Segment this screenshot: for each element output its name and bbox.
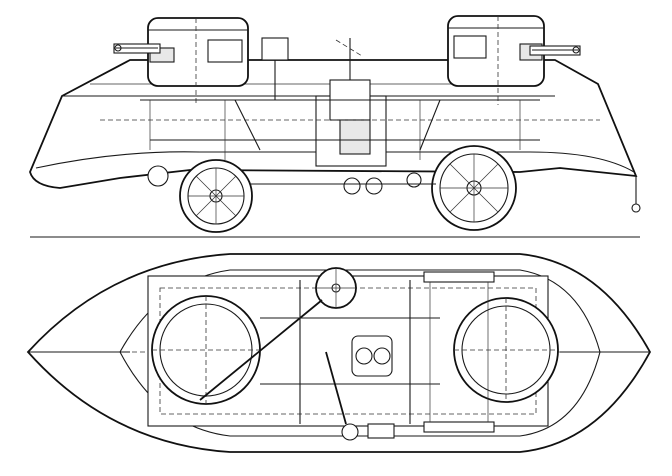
plan-pedal (341, 423, 359, 441)
side-fuel-tank (147, 165, 169, 187)
plan-gear-lever (325, 351, 347, 425)
side-round-part-1 (343, 177, 361, 195)
plan-view (26, 253, 652, 453)
rear-wheel (431, 145, 517, 231)
side-round-part-3 (406, 172, 422, 188)
plan-engine-cylinder-1 (355, 347, 373, 365)
plan-steering-wheel (315, 267, 357, 309)
plan-rear-gear-rail (423, 271, 495, 433)
side-hull-lower-curve (35, 151, 635, 173)
tow-hook (631, 176, 641, 213)
side-round-part-2 (365, 177, 383, 195)
front-machine-gun (113, 43, 161, 54)
rear-machine-gun (529, 45, 581, 56)
front-turret (147, 17, 249, 105)
plan-front-turret-ring (151, 295, 261, 405)
plan-engine-cylinder-2 (373, 347, 391, 365)
rear-turret (447, 15, 545, 105)
plan-steering-rod (199, 299, 323, 401)
plan-rear-turret-ring (453, 297, 559, 403)
front-wheel (179, 159, 253, 233)
plan-battery (367, 423, 395, 439)
side-frame (100, 99, 600, 160)
side-elevation-view (29, 15, 641, 238)
